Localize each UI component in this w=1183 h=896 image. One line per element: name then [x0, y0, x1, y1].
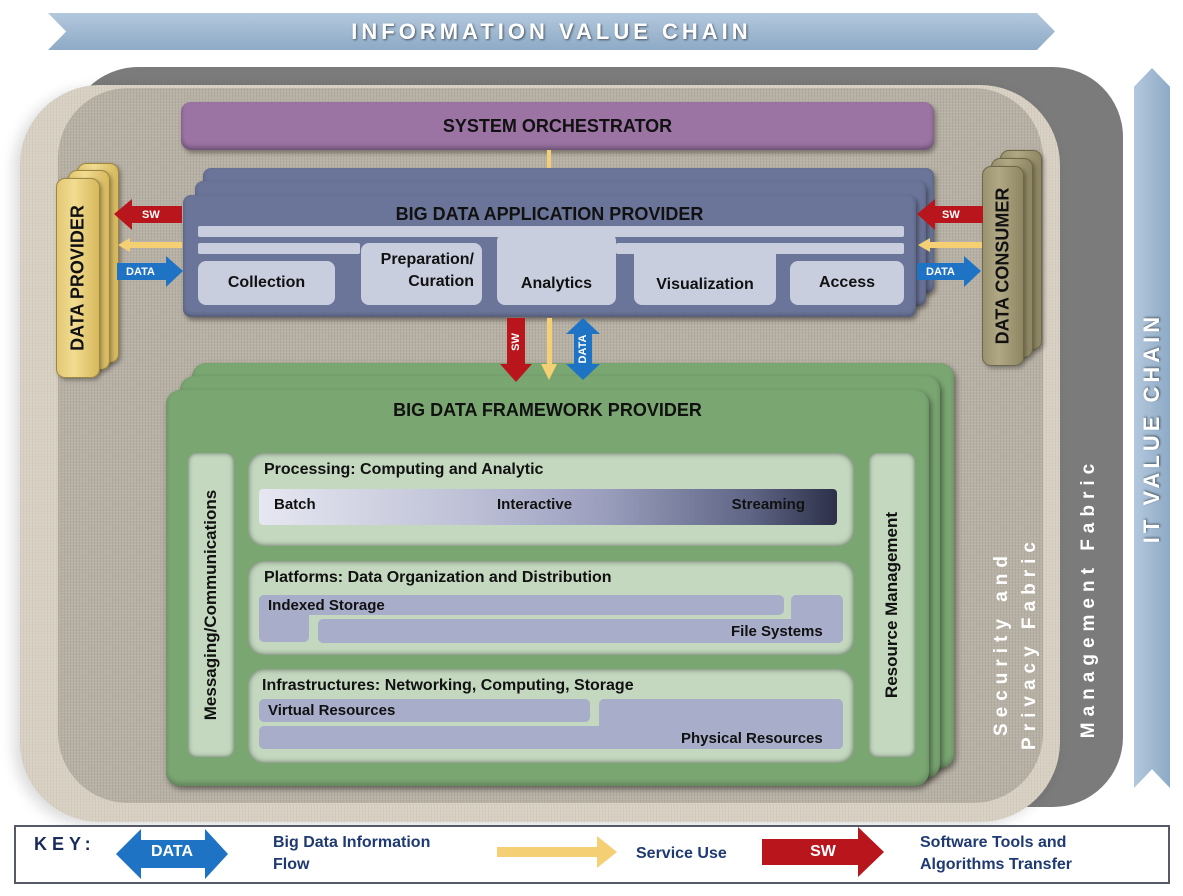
- sw-arrow-to-framework: [500, 318, 532, 382]
- messaging-communications-text: Messaging/Communications: [201, 489, 220, 721]
- sw-arrow-label-left: SW: [142, 209, 160, 221]
- legend-data-description: Big Data Information Flow: [273, 832, 430, 876]
- indexed-storage-bar: [259, 595, 784, 615]
- platforms-title: Platforms: Data Organization and Distrib…: [264, 569, 612, 586]
- legend-sw-description: Software Tools and Algorithms Transfer: [920, 832, 1072, 876]
- data-provider-title: DATA PROVIDER: [67, 205, 88, 351]
- data-arrow-label-right: DATA: [926, 266, 955, 278]
- indexed-storage-label: Indexed Storage: [268, 597, 385, 614]
- processing-batch: Batch: [274, 496, 316, 513]
- security-fabric-text-2: Privacy Fabric: [1019, 536, 1040, 750]
- activity-analytics: Analytics: [497, 233, 616, 305]
- physical-resources-bar: [259, 726, 843, 749]
- system-orchestrator: SYSTEM ORCHESTRATOR: [181, 102, 934, 150]
- data-arrow-label-vertical-text: DATA: [577, 334, 589, 364]
- sw-arrow-to-data-provider: [114, 199, 182, 230]
- activity-collection-label: Collection: [227, 274, 306, 291]
- data-arrow-application-framework: [566, 318, 600, 380]
- legend-service-use-description: Service Use: [636, 845, 727, 862]
- virtual-resources-bar: [259, 699, 590, 722]
- legend-data-description-line2: Flow: [273, 856, 310, 873]
- activity-visualization-label: Visualization: [656, 276, 754, 293]
- information-value-chain-label: INFORMATION VALUE CHAIN: [351, 18, 752, 44]
- data-arrow-label-left: DATA: [126, 266, 155, 278]
- data-provider: [56, 178, 100, 378]
- file-systems-label: File Systems: [731, 623, 823, 640]
- processing-interactive: Interactive: [497, 496, 573, 513]
- it-value-chain-banner: [1134, 68, 1170, 788]
- processing-spectrum-bar: Batch Interactive Streaming: [259, 489, 837, 525]
- legend-sw-description-line2: Algorithms Transfer: [920, 856, 1073, 873]
- legend-sw-arrow: [762, 827, 884, 877]
- messaging-communications: [188, 453, 234, 757]
- resource-management-text: Resource Management: [882, 511, 901, 699]
- legend-data-description-line1: Big Data Information: [273, 834, 431, 851]
- file-systems-bar: [318, 619, 843, 643]
- data-arrow-from-data-provider: [117, 256, 183, 287]
- activity-analytics-label: Analytics: [520, 275, 593, 292]
- legend-sw-description-line1: Software Tools and: [920, 834, 1067, 851]
- legend-title: KEY:: [34, 834, 96, 854]
- sw-arrow-label-right: SW: [942, 209, 960, 221]
- application-provider-bar-2a: [198, 243, 360, 254]
- activity-collection: Collection: [198, 261, 335, 305]
- activity-access-label: Access: [818, 274, 876, 291]
- application-provider-bar-1: [198, 226, 904, 237]
- indexed-storage-tail: [259, 595, 309, 642]
- physical-resources-label: Physical Resources: [681, 730, 823, 747]
- activity-curation-label: Curation: [408, 273, 474, 290]
- activity-access: Access: [790, 261, 904, 305]
- service-use-arrow-to-data-provider: [118, 238, 182, 252]
- resource-management: [869, 453, 915, 757]
- service-use-arrow-to-data-consumer: [918, 238, 982, 252]
- processing-streaming: Streaming: [731, 496, 805, 513]
- data-consumer: [982, 166, 1024, 366]
- it-value-chain-label: IT VALUE CHAIN: [1139, 312, 1164, 544]
- sw-arrow-label-down-text: SW: [510, 333, 522, 351]
- framework-provider-title: BIG DATA FRAMEWORK PROVIDER: [393, 400, 702, 420]
- security-fabric-text-1: Security and: [991, 549, 1012, 737]
- data-arrow-to-data-consumer: [917, 256, 981, 287]
- processing-title: Processing: Computing and Analytic: [264, 461, 544, 478]
- system-orchestrator-title: SYSTEM ORCHESTRATOR: [442, 115, 673, 136]
- virtual-resources-label: Virtual Resources: [268, 702, 396, 719]
- legend-data-arrow: [116, 829, 228, 879]
- activity-visualization: Visualization: [634, 243, 776, 305]
- service-use-arrow-to-framework: [541, 318, 557, 380]
- management-fabric-text: Management Fabric: [1078, 457, 1099, 739]
- activity-preparation-label: Preparation/: [380, 251, 474, 268]
- legend-data-symbol: DATA: [150, 843, 194, 860]
- activity-preparation-curation: Preparation/ Curation: [361, 243, 482, 305]
- sw-arrow-to-data-consumer: [917, 199, 983, 230]
- infrastructures-title: Infrastructures: Networking, Computing, …: [262, 677, 634, 694]
- data-consumer-title: DATA CONSUMER: [992, 187, 1013, 345]
- information-value-chain-banner: INFORMATION VALUE CHAIN: [48, 13, 1055, 50]
- legend-sw-symbol: SW: [810, 843, 836, 860]
- application-provider-title: BIG DATA APPLICATION PROVIDER: [395, 204, 704, 224]
- legend-service-use-arrow: [497, 836, 617, 868]
